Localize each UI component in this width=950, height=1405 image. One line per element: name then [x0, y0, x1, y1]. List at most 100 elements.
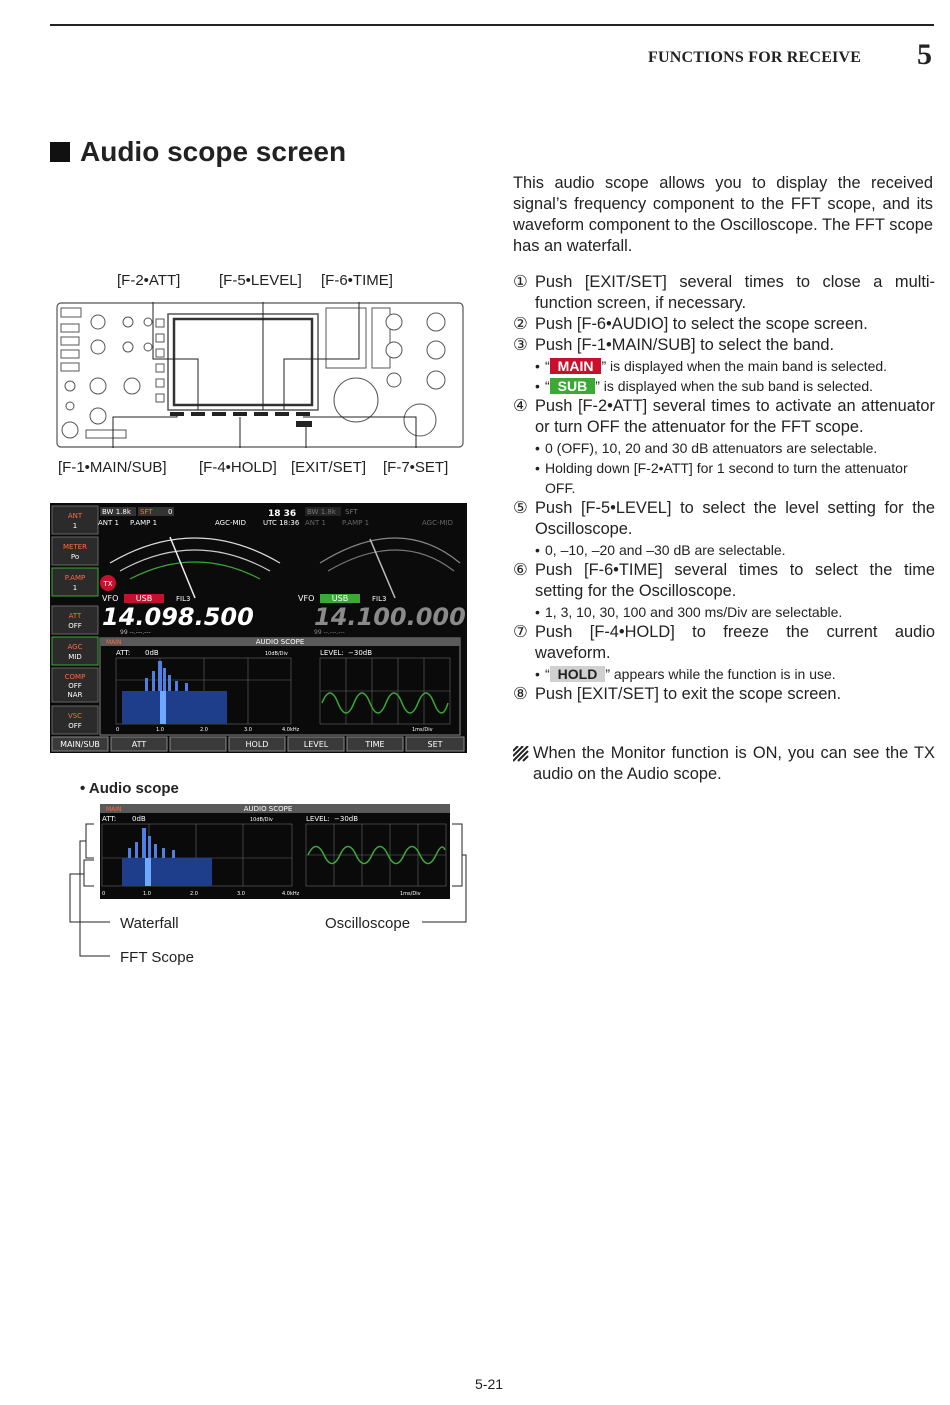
freq-sub: 14.100.000	[314, 603, 466, 631]
detail-scope-title: AUDIO SCOPE	[244, 805, 293, 813]
side-agc-value: MID	[68, 653, 82, 661]
header-rule	[50, 24, 934, 26]
fkey-set: SET	[427, 740, 442, 749]
monitor-note: When the Monitor function is ON, you can…	[512, 743, 935, 785]
detail-main-tag: MAIN	[106, 806, 122, 813]
chapter-number: 5	[917, 38, 932, 71]
mem-main: 99 --.---.---	[120, 629, 151, 636]
mode-sub: USB	[332, 594, 348, 603]
label-exit-set: [EXIT/SET]	[291, 459, 367, 476]
detail-level-value: −30dB	[334, 815, 358, 823]
scope-title: AUDIO SCOPE	[256, 638, 305, 646]
detail-tick-0: 0	[102, 891, 105, 897]
tick-0: 0	[116, 727, 119, 733]
freq-main: 14.098.500	[102, 603, 254, 631]
div-label: 10dB/Div	[265, 651, 288, 657]
fkey-level: LEVEL	[304, 740, 329, 749]
side-vsc-label: VSC	[68, 712, 82, 720]
side-vsc-value: OFF	[68, 722, 82, 730]
main-badge: MAIN	[549, 358, 602, 374]
note-main: •“MAIN” is displayed when the main band …	[535, 358, 888, 374]
intro-paragraph: This audio scope allows you to display t…	[513, 174, 933, 255]
side-ant-value: 1	[73, 522, 77, 530]
ms-div: 1ms/Div	[412, 727, 433, 733]
side-agc-label: AGC	[68, 643, 83, 651]
side-att-value: OFF	[68, 622, 82, 630]
agc-main: AGC-MID	[215, 519, 246, 527]
vfo-main: VFO	[102, 594, 118, 603]
note-sub: •“SUB” is displayed when the sub band is…	[535, 378, 874, 394]
audio-scope-caption: • Audio scope	[80, 780, 179, 797]
detail-level-label: LEVEL:	[306, 815, 330, 823]
label-f6-time: [F-6•TIME]	[321, 272, 393, 289]
detail-att-value: 0dB	[132, 815, 146, 823]
fkey-att: ATT	[132, 740, 147, 749]
side-meter-value: Po	[71, 553, 79, 561]
section-title: Audio scope screen	[50, 136, 346, 168]
sub-badge: SUB	[549, 378, 596, 394]
fil-main: FIL3	[176, 595, 190, 603]
side-att-label: ATT	[69, 612, 82, 620]
utc-clock: UTC 18:36	[263, 519, 300, 527]
hold-badge: HOLD	[549, 666, 606, 682]
detail-att-label: ATT:	[102, 815, 116, 823]
pamp-sub: P.AMP 1	[342, 519, 369, 527]
tx-indicator	[100, 575, 116, 591]
page-number: 5-21	[475, 1376, 504, 1392]
vfo-sub: VFO	[298, 594, 314, 603]
ant-main: ANT 1	[98, 519, 119, 527]
label-f1-mainsub: [F-1•MAIN/SUB]	[58, 459, 167, 476]
audio-scope-detail: MAIN AUDIO SCOPE ATT: 0dB 10dB/Div LEVEL…	[69, 804, 467, 957]
side-comp-value: OFF	[68, 682, 82, 690]
fft-scope-label: FFT Scope	[120, 949, 194, 966]
note-level: •0, –10, –20 and –30 dB are selectable.	[535, 542, 786, 558]
side-pamp-label: P.AMP	[65, 574, 85, 582]
oscilloscope-label: Oscilloscope	[325, 915, 411, 932]
note-att-2: •Holding down [F-2•ATT] for 1 second to …	[535, 460, 908, 496]
waterfall-label: Waterfall	[120, 915, 179, 932]
tick-1: 1.0	[156, 727, 164, 733]
side-meter-label: METER	[63, 543, 87, 551]
agc-sub: AGC-MID	[422, 519, 453, 527]
label-f7-set: [F-7•SET]	[383, 459, 449, 476]
sft-value: 0	[168, 508, 172, 516]
ant-sub: ANT 1	[305, 519, 326, 527]
fkey-hold: HOLD	[246, 740, 269, 749]
side-comp-nar: NAR	[68, 691, 83, 699]
pamp-main: P.AMP 1	[130, 519, 157, 527]
sft-label: SFT	[140, 508, 153, 516]
clock: 18 36	[268, 509, 296, 519]
note-time: •1, 3, 10, 30, 100 and 300 ms/Div are se…	[535, 604, 843, 620]
detail-div: 10dB/Div	[250, 817, 273, 823]
label-f2-att: [F-2•ATT]	[117, 272, 181, 289]
side-pamp-value: 1	[73, 584, 77, 592]
side-ant-label: ANT	[68, 512, 83, 520]
bw-label: BW 1.8k	[102, 508, 132, 516]
level-label: LEVEL:	[320, 649, 344, 657]
side-comp-label: COMP	[65, 673, 86, 681]
chapter-title: FUNCTIONS FOR RECEIVE	[648, 49, 862, 66]
detail-tick-3: 3.0	[237, 891, 245, 897]
tick-3: 3.0	[244, 727, 252, 733]
transceiver-screen: ANT 1 METER Po P.AMP 1 ATT OFF AGC MID C…	[50, 503, 467, 753]
att-label: ATT:	[116, 649, 130, 657]
att-value: 0dB	[145, 649, 159, 657]
scope-main-tag: MAIN	[106, 639, 122, 646]
label-f4-hold: [F-4•HOLD]	[199, 459, 277, 476]
detail-ms-div: 1ms/Div	[400, 891, 421, 897]
radio-front-panel-diagram	[56, 302, 464, 448]
tx-label: TX	[102, 580, 112, 588]
square-bullet-icon	[50, 142, 70, 162]
bw-sub: BW 1.8k	[307, 508, 337, 516]
tick-2: 2.0	[200, 727, 208, 733]
label-f5-level: [F-5•LEVEL]	[219, 272, 302, 289]
